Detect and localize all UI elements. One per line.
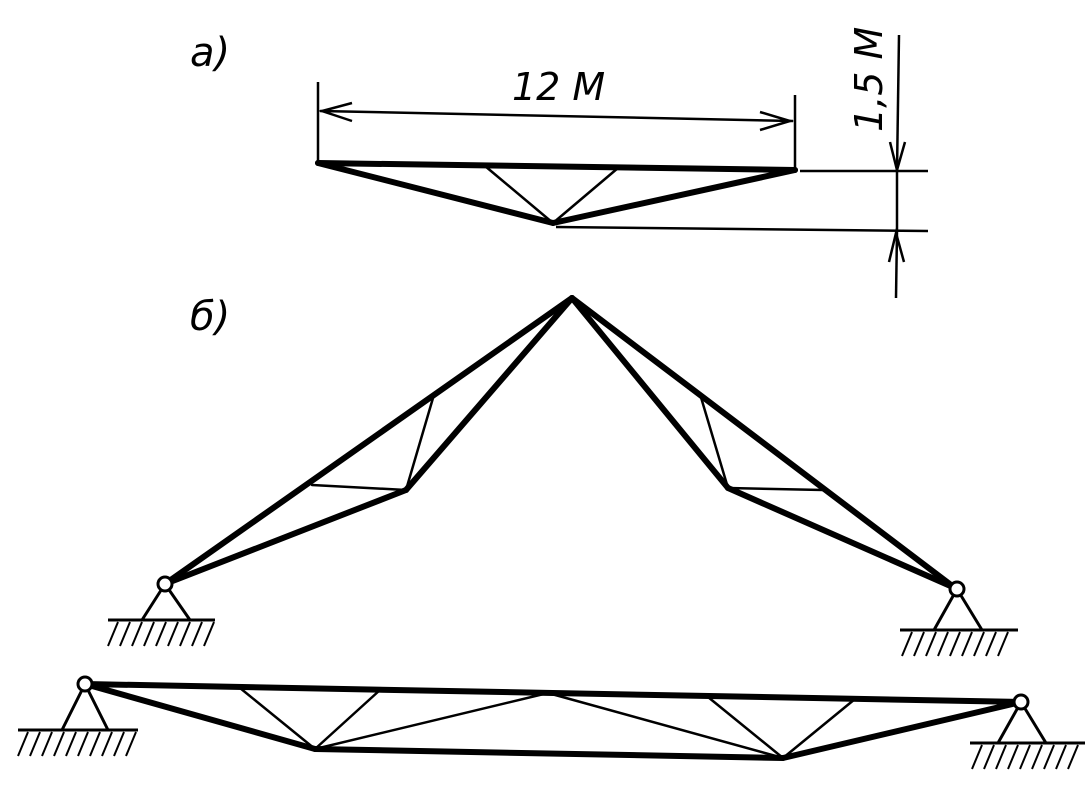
- raised-right-web-1: [698, 392, 730, 490]
- truss-b-flat: [17, 675, 1085, 770]
- truss-a: [315, 160, 798, 226]
- height-dimension-line-upper: [895, 34, 901, 172]
- ground-hatching: [17, 731, 137, 757]
- raised-left-support: [107, 575, 215, 647]
- truss-a-top-chord: [315, 160, 798, 173]
- raised-left-inner-chord-lower: [162, 487, 409, 587]
- flat-web-1: [238, 686, 317, 751]
- raised-right-support: [900, 580, 1018, 657]
- panel-a-label: а): [190, 30, 230, 76]
- ground-hatching: [107, 621, 215, 647]
- flat-bottom-chord-middle: [312, 746, 786, 761]
- flat-web-4: [546, 691, 785, 760]
- hinge-icon: [948, 580, 966, 598]
- raised-right-web-2: [726, 486, 825, 492]
- raised-left-outer-chord: [162, 295, 575, 587]
- height-arrow-bottom: [887, 228, 906, 263]
- flat-web-5: [706, 695, 785, 760]
- truss-a-web-left: [483, 164, 555, 225]
- height-extension-bottom: [555, 225, 929, 233]
- raised-left-web-2: [404, 396, 435, 492]
- flat-web-2: [313, 688, 382, 751]
- flat-web-6: [781, 697, 857, 760]
- raised-left-inner-chord-upper: [403, 295, 575, 493]
- panel-b-label: б): [190, 294, 230, 340]
- ground-hatching: [901, 631, 1009, 657]
- flat-top-chord: [82, 681, 1024, 705]
- span-arrow-left: [317, 101, 353, 123]
- hinge-icon: [1012, 693, 1030, 711]
- raised-right-outer-chord: [569, 295, 958, 591]
- flat-bottom-chord-left: [82, 681, 318, 752]
- raised-right-inner-chord-upper: [569, 295, 731, 491]
- height-dimension-label: 1,5 М: [847, 27, 891, 132]
- span-dimension: 12 М: [316, 65, 797, 170]
- height-arrow-top: [888, 141, 907, 175]
- truss-b-raised: [107, 295, 1018, 657]
- hinge-icon: [76, 675, 94, 693]
- raised-left-web-1: [310, 483, 408, 492]
- truss-a-web-right: [551, 166, 620, 225]
- raised-right-inner-chord-lower: [725, 485, 958, 591]
- ground-hatching: [971, 744, 1079, 770]
- flat-bottom-chord-right: [780, 699, 1024, 761]
- span-arrow-right: [759, 110, 795, 132]
- span-dimension-label: 12 М: [512, 65, 605, 109]
- flat-right-support: [970, 693, 1085, 770]
- height-dimension-line-lower: [894, 230, 899, 299]
- hinge-icon: [156, 575, 174, 593]
- span-dimension-line: [319, 109, 794, 123]
- height-dimension: 1,5 М: [555, 27, 929, 299]
- flat-left-support: [17, 675, 138, 757]
- truss-a-bottom-chord-right: [550, 167, 798, 226]
- truss-a-bottom-chord-left: [315, 160, 556, 226]
- flat-web-3: [313, 691, 550, 751]
